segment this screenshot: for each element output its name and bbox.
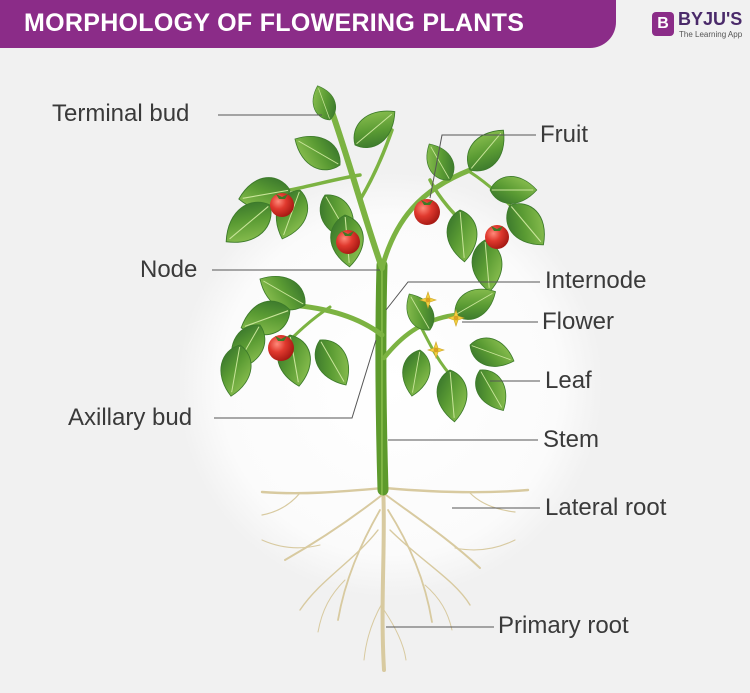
label-stem: Stem [543,426,600,453]
diagram-title: MORPHOLOGY OF FLOWERING PLANTS [24,9,525,37]
label-primary-root: Primary root [498,612,629,639]
label-terminal-bud: Terminal bud [52,100,190,127]
root-system [260,483,530,672]
leader-fruit [429,134,536,199]
fruits [268,193,509,361]
label-flower: Flower [542,308,615,335]
label-leaf: Leaf [545,367,592,394]
leader-axillary-bud [214,339,377,419]
label-node: Node [140,256,198,283]
brand-tagline: The Learning App [679,30,743,39]
brand-logo: B BYJU'S The Learning App [652,9,747,41]
brand-logo-icon: B [652,12,674,36]
flowers [419,291,465,359]
label-fruit: Fruit [540,121,588,148]
title-banner: MORPHOLOGY OF FLOWERING PLANTS [0,0,616,48]
label-internode: Internode [545,267,647,294]
label-axillary-bud: Axillary bud [68,404,193,431]
leader-internode [385,281,540,311]
label-lateral-root: Lateral root [545,494,667,521]
brand-name: BYJU'S [678,9,743,29]
